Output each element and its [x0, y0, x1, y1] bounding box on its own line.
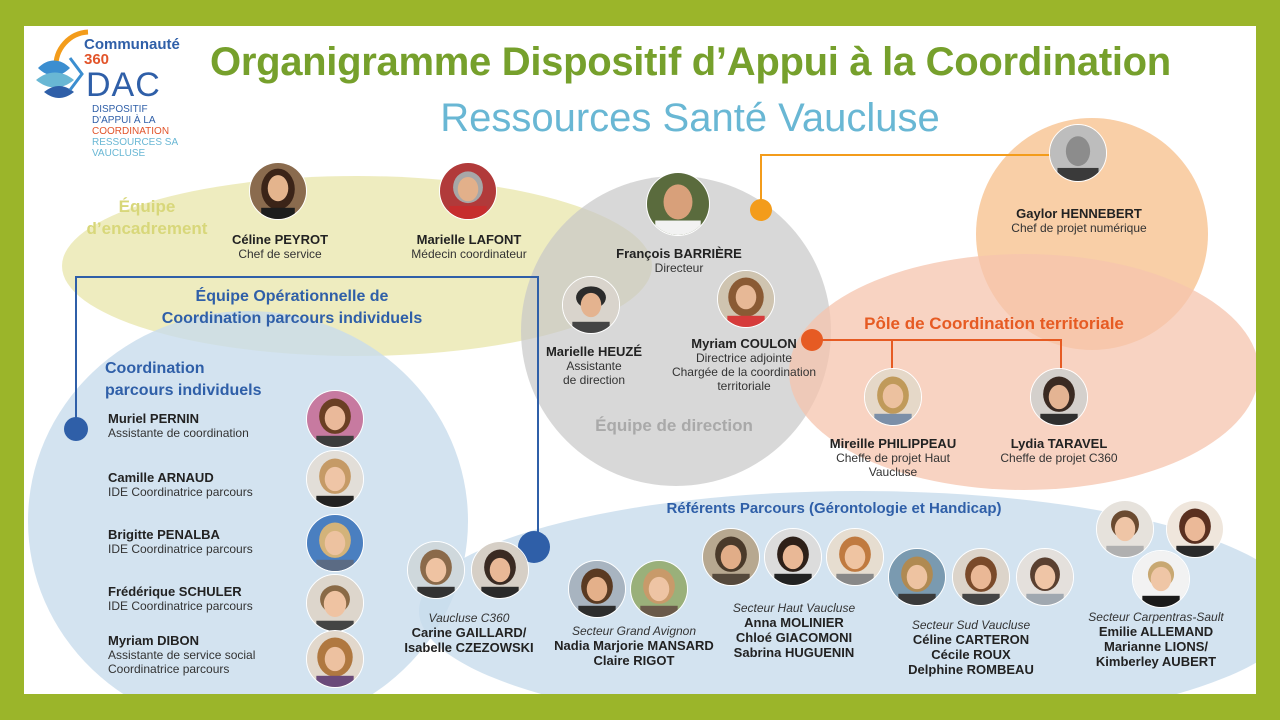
logo-arc-icon	[36, 29, 89, 98]
person-icon	[307, 451, 363, 507]
avatar	[888, 548, 946, 606]
direction-heading: Équipe de direction	[595, 416, 753, 435]
avatar	[764, 528, 822, 586]
person-icon	[250, 163, 306, 219]
list-item: Frédérique SCHULER IDE Coordinatrice par…	[108, 584, 253, 613]
operationnelle-heading: Équipe Opérationnelle de Coordination pa…	[161, 288, 423, 327]
avatar	[1166, 500, 1224, 558]
operationnelle-line-left	[75, 276, 77, 428]
avatar	[249, 162, 307, 220]
avatar	[1132, 550, 1190, 608]
person-icon	[865, 369, 921, 425]
person-icon	[307, 631, 363, 687]
coordination-blob	[28, 311, 468, 694]
pole-heading: Pôle de Coordination territoriale	[864, 314, 1124, 333]
person-icon	[703, 529, 759, 585]
avatar	[646, 172, 710, 236]
sector-c360: Vaucluse C360 Carine GAILLARD/ Isabelle …	[404, 611, 534, 655]
avatar	[439, 162, 497, 220]
avatar	[1096, 500, 1154, 558]
person-icon	[307, 575, 363, 631]
pole-line-h	[814, 339, 1062, 341]
sector-haut: Secteur Haut Vaucluse Anna MOLINIER Chlo…	[732, 601, 856, 660]
person-icon	[307, 515, 363, 571]
person-icon	[1133, 551, 1189, 607]
person-icon	[718, 271, 774, 327]
avatar	[562, 276, 620, 334]
list-item: Muriel PERNIN Assistante de coordination	[108, 411, 249, 440]
person-icon	[953, 549, 1009, 605]
logo: Communauté 360 DAC DISPOSITIF D'APPUI À …	[30, 28, 180, 168]
referents-heading: Référents Parcours (Gérontologie et Hand…	[666, 500, 1002, 517]
logo-brand-number: 360	[84, 51, 110, 68]
person-icon	[631, 561, 687, 617]
logo-brand: Communauté	[84, 36, 180, 53]
person-icon	[408, 542, 464, 598]
person-icon	[1050, 125, 1106, 181]
coordination-heading: Coordination parcours individuels	[105, 360, 262, 399]
person-icon	[569, 561, 625, 617]
person-icon	[1031, 369, 1087, 425]
person-icon	[472, 542, 528, 598]
sector-avignon: Secteur Grand Avignon Nadia Marjorie MAN…	[554, 624, 714, 668]
avatar	[306, 630, 364, 688]
avatar	[630, 560, 688, 618]
numerique-line-v	[760, 154, 762, 208]
numerique-dot	[750, 199, 772, 221]
pole-blob	[789, 254, 1256, 490]
person-peyrot: Céline PEYROT Chef de service	[231, 232, 329, 261]
sector-carpentras: Secteur Carpentras-Sault Emilie ALLEMAND…	[1088, 610, 1224, 669]
list-item: Myriam DIBON Assistante de service socia…	[108, 633, 256, 676]
page-subtitle: Ressources Santé Vaucluse	[440, 96, 940, 140]
logo-text: DISPOSITIF D'APPUI À LA COORDINATION RES…	[92, 104, 178, 159]
avatar	[306, 514, 364, 572]
list-item: Brigitte PENALBA IDE Coordinatrice parco…	[108, 527, 253, 556]
person-icon	[440, 163, 496, 219]
person-heuze: Marielle HEUZÉ Assistante de direction	[545, 344, 643, 387]
person-icon	[563, 277, 619, 333]
person-philippeau: Mireille PHILIPPEAU Cheffe de projet Hau…	[829, 436, 957, 479]
avatar	[306, 574, 364, 632]
pole-line-v1	[891, 339, 893, 371]
person-icon	[647, 173, 709, 235]
avatar	[864, 368, 922, 426]
person-icon	[765, 529, 821, 585]
avatar	[826, 528, 884, 586]
person-icon	[889, 549, 945, 605]
operationnelle-line-top	[76, 276, 539, 278]
avatar	[306, 390, 364, 448]
pole-line-v2	[1060, 339, 1062, 371]
avatar	[1030, 368, 1088, 426]
avatar	[952, 548, 1010, 606]
avatar	[471, 541, 529, 599]
avatar	[1049, 124, 1107, 182]
person-barriere: François BARRIÈRE Directeur	[616, 246, 742, 275]
person-lafont: Marielle LAFONT Médecin coordinateur	[411, 232, 527, 261]
encadrement-heading: Équipe d’encadrement	[86, 197, 208, 238]
person-taravel: Lydia TARAVEL Cheffe de projet C360	[1000, 436, 1118, 465]
person-icon	[827, 529, 883, 585]
avatar	[306, 450, 364, 508]
person-coulon: Myriam COULON Directrice adjointe Chargé…	[671, 336, 817, 393]
avatar	[568, 560, 626, 618]
avatar	[407, 541, 465, 599]
numerique-line-h	[761, 154, 1051, 156]
page-title: Organigramme Dispositif d’Appui à la Coo…	[210, 40, 1171, 84]
sector-sud: Secteur Sud Vaucluse Céline CARTERON Céc…	[908, 618, 1034, 677]
person-hennebert: Gaylor HENNEBERT Chef de projet numériqu…	[1011, 206, 1147, 235]
avatar	[702, 528, 760, 586]
operationnelle-line-right	[537, 276, 539, 544]
list-item: Camille ARNAUD IDE Coordinatrice parcour…	[108, 470, 253, 499]
person-icon	[1097, 501, 1153, 557]
person-icon	[1167, 501, 1223, 557]
avatar	[1016, 548, 1074, 606]
avatar	[717, 270, 775, 328]
org-chart-slide: Communauté 360 DAC DISPOSITIF D'APPUI À …	[24, 26, 1256, 694]
person-icon	[1017, 549, 1073, 605]
coordination-dot	[64, 417, 88, 441]
logo-acronym: DAC	[86, 66, 161, 104]
pole-dot	[801, 329, 823, 351]
person-icon	[307, 391, 363, 447]
